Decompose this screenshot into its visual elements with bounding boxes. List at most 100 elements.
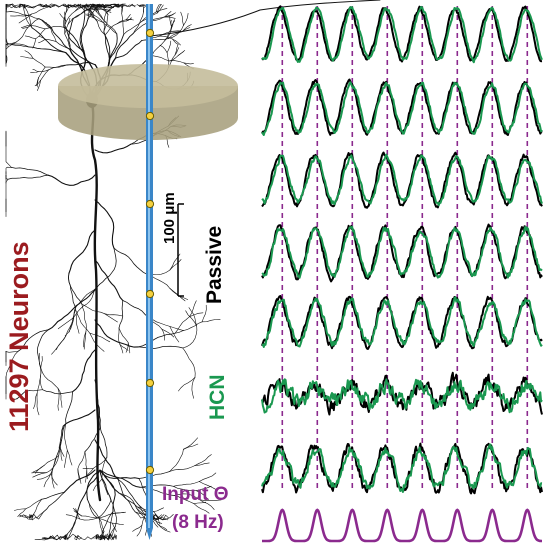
dendrite-branch xyxy=(57,387,63,408)
dendrite-branch xyxy=(89,332,111,343)
dendrite-branch xyxy=(74,535,79,540)
dendrite-branch xyxy=(99,469,120,494)
dendrite-branch xyxy=(163,14,174,18)
dendrite-branch xyxy=(104,313,118,323)
dendrite-branch xyxy=(37,80,41,91)
dendrite-branch xyxy=(42,5,56,8)
hcn-trace-row-2 xyxy=(261,81,543,136)
dendrite-branch xyxy=(174,495,195,504)
dendrite-branch xyxy=(24,35,37,39)
dendrite-branch xyxy=(199,472,217,482)
dendrite-branch xyxy=(86,469,101,500)
dendrite-branch xyxy=(189,300,197,317)
dendrite-branch xyxy=(48,289,96,331)
dendrite-branch xyxy=(15,18,40,43)
dendrite-branch xyxy=(103,14,109,33)
dendrite-branch xyxy=(183,437,198,450)
dendrite-branch xyxy=(158,514,174,521)
dendrite-branch xyxy=(33,498,43,515)
dendrite-branch xyxy=(112,522,124,525)
dendrite-branch xyxy=(163,11,172,18)
passive-trace-row-4 xyxy=(261,223,543,283)
dendrite-branch xyxy=(81,515,99,519)
dendrite-branch xyxy=(96,21,106,36)
dendrite-branch xyxy=(77,469,101,511)
dendrite-branch xyxy=(159,35,173,40)
dendrite-branch xyxy=(38,18,71,51)
dendrite-branch xyxy=(79,9,86,53)
dendrite-branch xyxy=(169,60,185,64)
dendrite-branch xyxy=(77,468,82,484)
dendrite-branch xyxy=(47,535,58,540)
recording-sites xyxy=(145,28,155,475)
dendrite-branch xyxy=(118,492,137,509)
dendrite-branch xyxy=(84,427,101,453)
hcn-trace-row-3 xyxy=(261,153,543,207)
dendrite-branch xyxy=(173,481,200,487)
dendrite-branch xyxy=(77,3,81,8)
dendrite-branch xyxy=(102,534,105,540)
trace-panel xyxy=(261,5,543,543)
dendrite-branch xyxy=(54,534,67,541)
hcn-trace-row-6 xyxy=(261,378,543,414)
dendrite-branch xyxy=(120,5,123,14)
dendrite-branch xyxy=(64,24,85,51)
dendrite-branch xyxy=(125,342,129,353)
dendrite-branch xyxy=(96,517,113,524)
dendrite-branch xyxy=(109,533,117,540)
dendrite-branch xyxy=(24,3,44,9)
dendrite-branch xyxy=(72,8,89,19)
dendrite-branch xyxy=(8,4,21,9)
dendrite-branch xyxy=(100,533,111,541)
dendrite-branch xyxy=(185,310,197,327)
dendrite-branch xyxy=(174,316,190,334)
dendrite-branch xyxy=(72,349,96,393)
dendrite-branch xyxy=(30,25,46,30)
dendrite-branch xyxy=(14,508,26,511)
dendrite-branch xyxy=(69,310,75,333)
dendrite-branch xyxy=(193,503,210,514)
hcn-trace-row-5 xyxy=(261,296,543,348)
dendrite-branch xyxy=(62,4,70,28)
dendrite-branch xyxy=(141,38,169,41)
dendrite-branch xyxy=(174,47,180,56)
dendrite-branch xyxy=(102,21,118,35)
dendrite-branch xyxy=(151,40,165,56)
dendrite-branch xyxy=(7,174,49,180)
dendrite-branch xyxy=(194,454,212,466)
dendrite-branch xyxy=(86,468,88,480)
dendrite-branch xyxy=(113,247,148,275)
dendrite-branch xyxy=(39,352,41,369)
dendrite-branch xyxy=(42,389,73,395)
dendrite-branch xyxy=(94,259,124,302)
dendrite-branch xyxy=(32,472,47,478)
dendrite-branch xyxy=(64,450,68,468)
apical-trunk xyxy=(90,102,102,502)
dendrite-branch xyxy=(94,199,115,249)
dendrite-branch xyxy=(36,392,40,416)
dendrite-branch xyxy=(101,478,109,495)
dendrite-branch xyxy=(5,38,30,48)
dendrite-branch xyxy=(96,513,113,518)
dendrite-branch xyxy=(31,4,57,15)
passive-legend-label: Passive xyxy=(203,225,226,304)
dendrite-branch xyxy=(22,25,31,29)
dendrite-branch xyxy=(125,14,131,21)
dendrite-branch xyxy=(58,425,64,456)
dendrite-branch xyxy=(77,284,100,313)
dendrite-branch xyxy=(168,25,184,39)
dendrite-branch xyxy=(125,19,134,21)
dendrite-branch xyxy=(32,69,39,72)
dendrite-branch xyxy=(196,485,212,491)
dendrite-branch xyxy=(95,5,97,13)
dendrite-branch xyxy=(29,511,44,519)
dendrite-branch xyxy=(153,511,161,525)
dendrite-branch xyxy=(118,327,121,345)
dendrite-branch xyxy=(157,523,168,530)
dendrite-branch xyxy=(112,522,117,532)
recording-site-2 xyxy=(145,111,155,121)
dendrite-branch xyxy=(87,5,92,14)
dendrite-branch xyxy=(166,40,172,53)
input-theta-label: Input Θ xyxy=(162,484,229,505)
